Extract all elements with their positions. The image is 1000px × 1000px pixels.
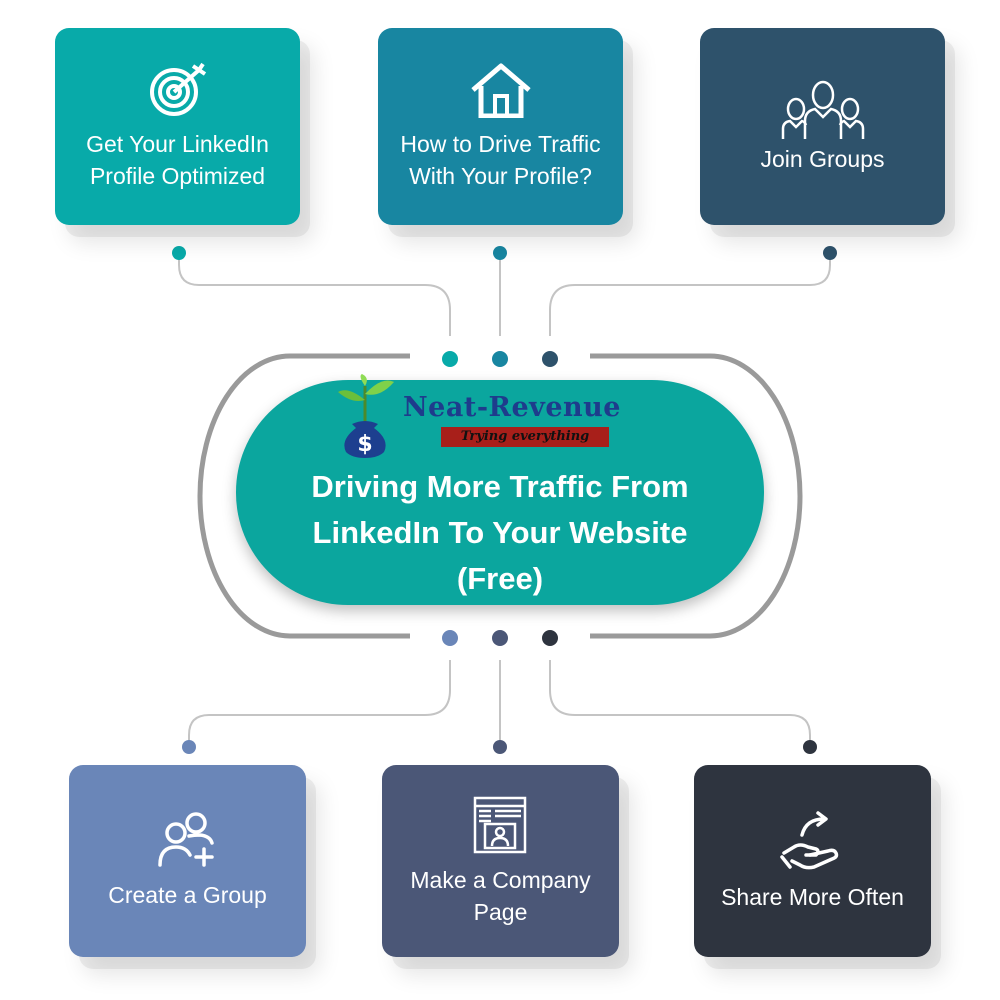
topic-card-join-groups: Join Groups [700, 28, 945, 225]
connector-dot [442, 351, 458, 367]
connector-dot [442, 630, 458, 646]
share-hand-icon [779, 811, 838, 870]
topic-label: Get Your LinkedIn Profile Optimized [86, 130, 269, 189]
topic-card-share-more: Share More Often [694, 765, 931, 957]
topic-label: Make a Company Page [410, 867, 591, 925]
money-bag-plant-icon: $ [338, 374, 394, 458]
connector-dot [182, 740, 196, 754]
connector-dot [542, 630, 558, 646]
connector-dot [492, 630, 508, 646]
target-icon [149, 62, 206, 116]
topic-card-company-page: Make a Company Page [382, 765, 619, 957]
logo-name: Neat-Revenue [403, 392, 621, 423]
topic-card-drive-traffic: How to Drive Traffic With Your Profile? [378, 28, 623, 225]
central-topic: $ Neat-Revenue Trying everything Driving… [236, 374, 764, 605]
topic-label: Share More Often [721, 884, 904, 910]
connector-dot [823, 246, 837, 260]
central-title: Driving More Traffic From LinkedIn To Yo… [311, 469, 689, 596]
topic-label: Create a Group [108, 882, 267, 908]
company-page-icon [473, 796, 526, 854]
topic-card-profile-optimized: Get Your LinkedIn Profile Optimized [55, 28, 300, 225]
logo-tagline: Trying everything [441, 427, 609, 447]
connector-dot [493, 740, 507, 754]
svg-text:$: $ [357, 432, 372, 457]
home-icon [470, 63, 531, 118]
topic-card-create-group: Create a Group [69, 765, 306, 957]
connector-dot [172, 246, 186, 260]
connector-dot [492, 351, 508, 367]
connector-dot [493, 246, 507, 260]
group-people-icon [781, 80, 864, 139]
connector-dot [803, 740, 817, 754]
add-user-icon [157, 812, 214, 867]
connector-dot [542, 351, 558, 367]
topic-label: Join Groups [760, 145, 885, 172]
topic-label: How to Drive Traffic With Your Profile? [400, 130, 601, 189]
